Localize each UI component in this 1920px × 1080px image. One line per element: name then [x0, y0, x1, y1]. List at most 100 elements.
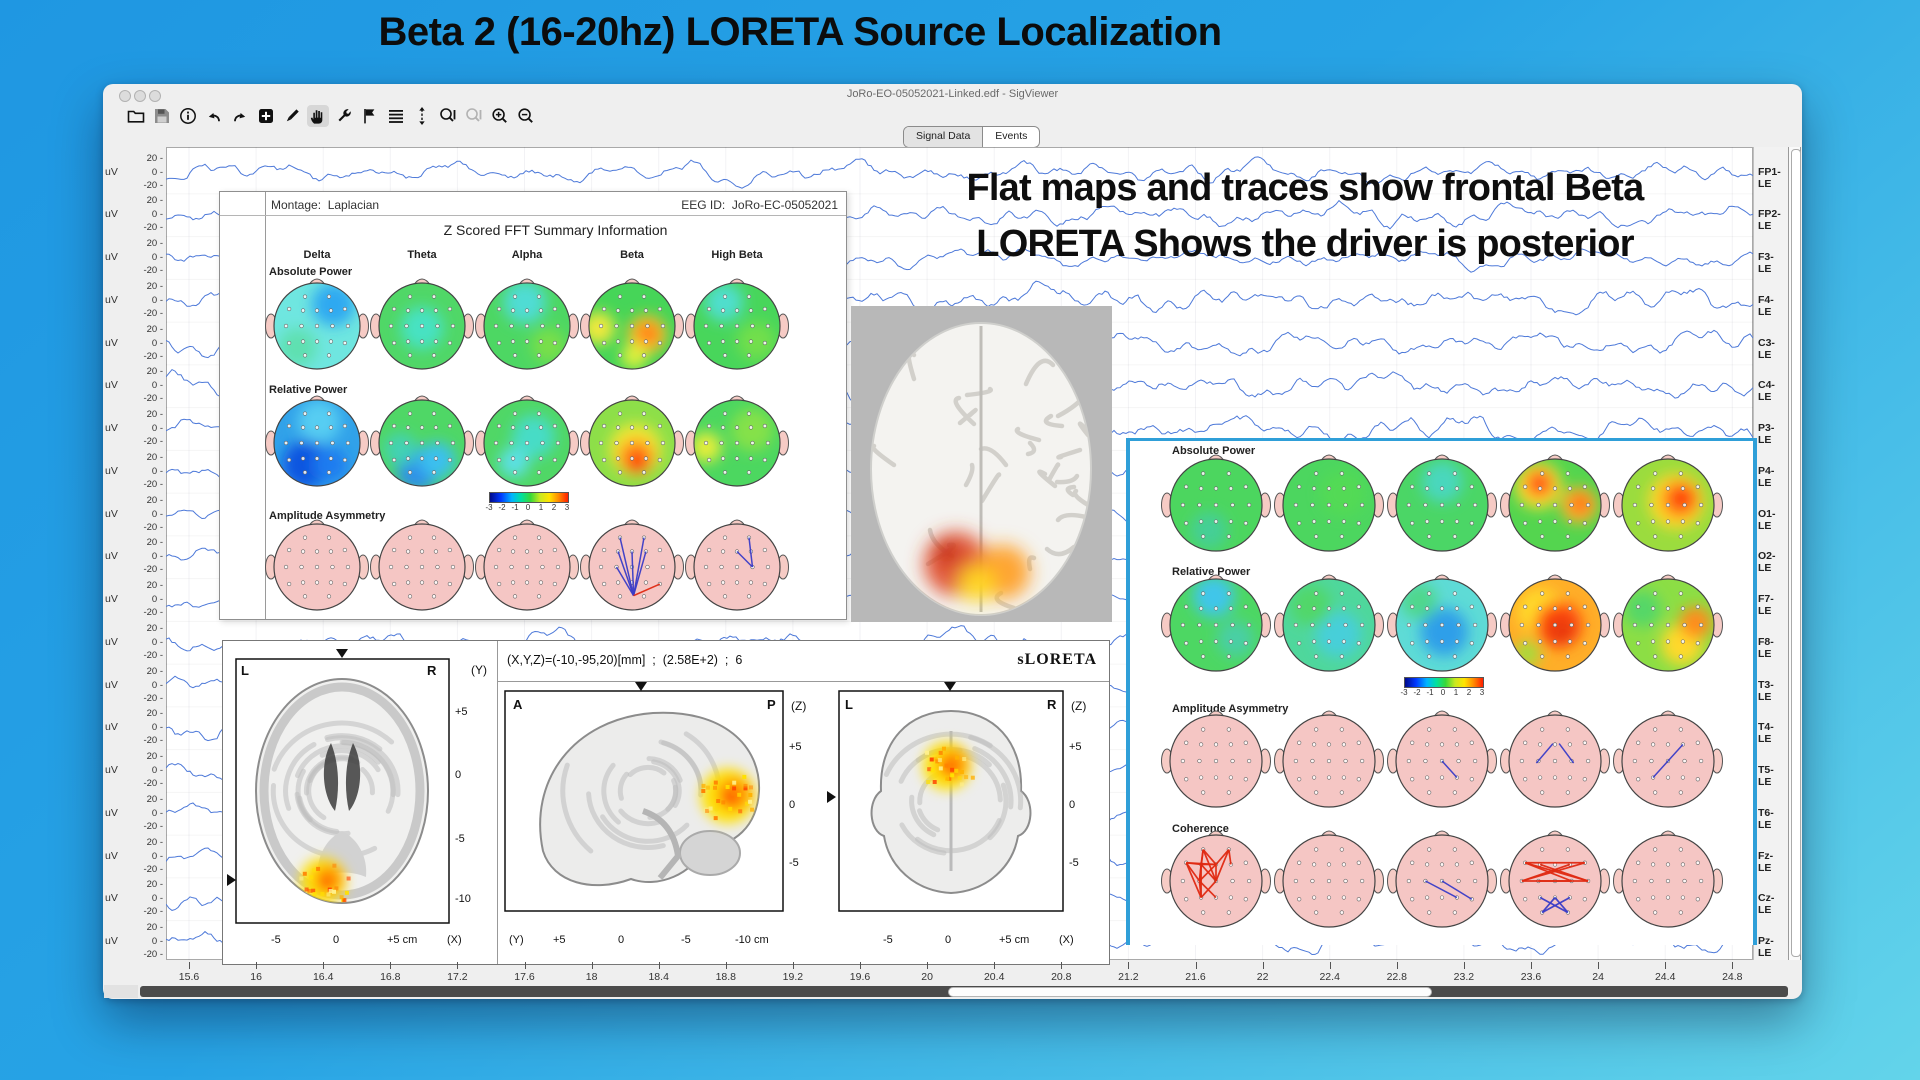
- save-icon[interactable]: [151, 105, 173, 127]
- time-tick-mark: [1732, 962, 1734, 969]
- flag-events-icon[interactable]: [359, 105, 381, 127]
- vertical-scrollbar-thumb[interactable]: [1790, 149, 1801, 957]
- eeg-unit-label: uV: [105, 507, 118, 520]
- sloreta-slices-panel: (X,Y,Z)=(-10,-95,20)[mm] ; (2.58E+2) ; 6…: [222, 640, 1110, 965]
- eeg-scale-tick: 0 -: [151, 380, 163, 392]
- topo-head: [1387, 454, 1497, 552]
- eeg-scale-tick: 0 -: [151, 636, 163, 648]
- eeg-scale-tick: 20 -: [146, 580, 163, 591]
- topo-head: [1613, 830, 1723, 928]
- scrollbar-corner: [104, 985, 138, 998]
- time-tick-mark: [927, 962, 929, 969]
- eeg-unit-label: uV: [105, 293, 118, 306]
- file-info-icon[interactable]: [177, 105, 199, 127]
- open-file-icon[interactable]: [125, 105, 147, 127]
- zoom-fit-horizontal-icon[interactable]: [437, 105, 459, 127]
- topo-head: [1500, 574, 1610, 672]
- time-tick-mark: [1665, 962, 1667, 969]
- window-close-button[interactable]: [119, 90, 131, 102]
- eeg-channel-label: F4-LE: [1758, 293, 1774, 318]
- time-tick-label: 22: [1256, 971, 1269, 983]
- colorbar-tick: -1: [511, 503, 519, 512]
- topo-head: [265, 519, 369, 611]
- new-event-icon[interactable]: [255, 105, 277, 127]
- time-tick-mark: [524, 962, 526, 969]
- topo-head: [1274, 574, 1384, 672]
- eeg-scale-tick: -20 -: [143, 393, 163, 405]
- band-label: Beta: [620, 249, 644, 261]
- time-tick-label: 16: [250, 971, 262, 983]
- eeg-scale-tick: 0 -: [151, 423, 163, 434]
- window-titlebar[interactable]: JoRo-EO-05052021-Linked.edf - SigViewer: [103, 84, 1802, 104]
- zoom-out-horizontal-disabled-icon[interactable]: [463, 105, 485, 127]
- topo-head: [1500, 454, 1610, 552]
- zoom-out-icon[interactable]: [515, 105, 537, 127]
- zoom-in-icon[interactable]: [489, 105, 511, 127]
- event-tools-icon[interactable]: [333, 105, 355, 127]
- fft-topo-maps: [265, 278, 789, 611]
- hand-scroll-icon[interactable]: [307, 105, 329, 127]
- slice-tick-label: 0: [789, 799, 796, 811]
- sloreta-slice-graphics: [227, 649, 1064, 924]
- time-tick-label: 17.2: [447, 971, 468, 983]
- channel-settings-icon[interactable]: [385, 105, 407, 127]
- window-minimize-button[interactable]: [134, 90, 146, 102]
- slice-tick-label: -5: [883, 934, 893, 946]
- time-tick-mark: [658, 962, 660, 969]
- eeg-unit-label: uV: [105, 806, 118, 819]
- eeg-unit-label: uV: [105, 721, 118, 734]
- eeg-channel-label: Cz-LE: [1758, 892, 1775, 917]
- eeg-channel-label: C4-LE: [1758, 379, 1775, 404]
- fft-row-label: Relative Power: [269, 384, 348, 396]
- slice-tick-label: -5: [789, 857, 799, 869]
- eeg-scale-tick: 20 -: [146, 537, 163, 549]
- eeg-unit-label: uV: [105, 336, 118, 349]
- eeg-unit-label: uV: [105, 165, 118, 178]
- time-tick-label: 23.6: [1520, 971, 1542, 983]
- eeg-scale-tick: 0 -: [151, 594, 163, 605]
- time-tick-label: 24: [1592, 971, 1604, 983]
- eeg-unit-label: uV: [105, 764, 118, 776]
- eeg-unit-label: uV: [105, 464, 118, 477]
- auto-scale-channels-icon[interactable]: [411, 105, 433, 127]
- eeg-scale-tick: 20 -: [146, 494, 163, 506]
- eeg-scale-tick: 20 -: [146, 238, 163, 249]
- time-tick-mark: [1262, 962, 1264, 969]
- eeg-scale-tick: 0 -: [151, 936, 163, 947]
- tab-events[interactable]: Events: [995, 130, 1028, 142]
- eeg-channel-label: T4-LE: [1758, 721, 1774, 746]
- eeg-scale-tick: -20 -: [143, 436, 163, 447]
- colorbar-tick: -3: [485, 503, 493, 512]
- topo-head: [1500, 830, 1610, 928]
- topo-head: [370, 278, 474, 370]
- colorbar-tick: 0: [1440, 688, 1446, 697]
- topo-head: [475, 395, 579, 487]
- time-tick-mark: [1531, 962, 1532, 969]
- topo-head: [1161, 830, 1271, 928]
- window-zoom-button[interactable]: [149, 90, 161, 102]
- tab-signal-data[interactable]: Signal Data: [904, 127, 984, 147]
- eeg-scale-tick: -20 -: [143, 521, 163, 533]
- fft-eeg-id-label: EEG ID: JoRo-EC-05052021: [681, 198, 838, 212]
- redo-icon[interactable]: [229, 105, 251, 127]
- eeg-scale-tick: -20 -: [143, 179, 163, 191]
- eeg-scale-tick: -20 -: [143, 222, 163, 234]
- time-tick-mark: [994, 962, 996, 969]
- topo-head: [1387, 710, 1497, 808]
- topo-head: [475, 519, 579, 611]
- slice-axis-label: (Y): [509, 934, 524, 946]
- eeg-unit-label: uV: [105, 251, 118, 263]
- undo-icon[interactable]: [203, 105, 225, 127]
- topo-head: [1274, 710, 1384, 808]
- eeg-channel-label: C3-LE: [1758, 336, 1775, 361]
- time-tick-label: 24.4: [1654, 971, 1676, 983]
- eeg-scale-tick: 20 -: [146, 280, 163, 292]
- vertical-scrollbar[interactable]: [1788, 147, 1801, 960]
- edit-events-icon[interactable]: [281, 105, 303, 127]
- eeg-scale-tick: 0 -: [151, 807, 163, 819]
- eeg-scale-tick: 20 -: [146, 836, 163, 848]
- topo-head: [580, 395, 684, 487]
- horizontal-scrollbar-thumb[interactable]: [948, 986, 1432, 997]
- slice-tick-label: 0: [945, 934, 952, 946]
- slice-tick-label: 0: [618, 934, 625, 946]
